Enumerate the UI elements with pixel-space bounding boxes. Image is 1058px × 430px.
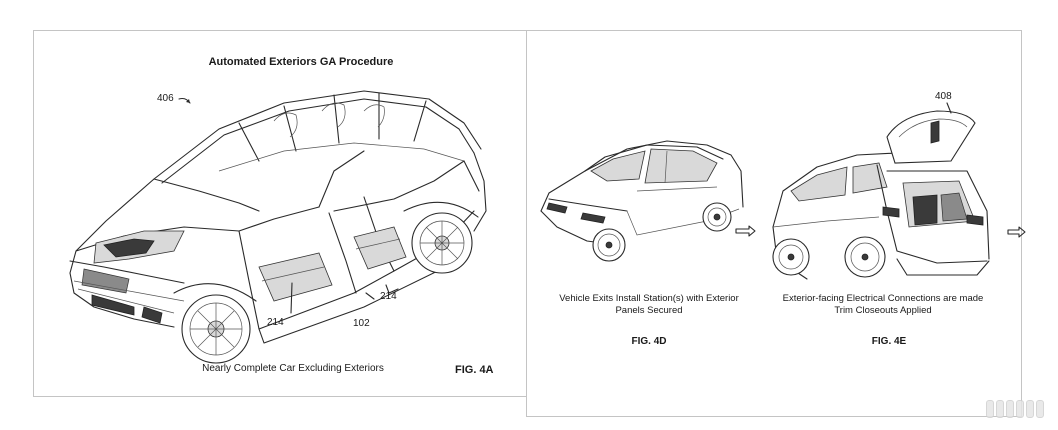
figure-4a-caption: Nearly Complete Car Excluding Exteriors xyxy=(202,363,384,374)
watermark-bar xyxy=(1036,400,1044,418)
figure-title: Automated Exteriors GA Procedure xyxy=(208,56,394,68)
reference-numeral-214-left: 214 xyxy=(267,317,284,328)
figure-4d-caption-line2: Panels Secured xyxy=(615,305,683,316)
figure-4d-caption: Vehicle Exits Install Station(s) with Ex… xyxy=(559,293,739,317)
figure-4a-panel: Automated Exteriors GA Procedure 406 xyxy=(33,30,527,397)
reference-arrow-406 xyxy=(178,97,191,104)
figure-4a-label: FIG. 4A xyxy=(455,364,494,376)
figure-4e-caption-line1: Exterior-facing Electrical Connections a… xyxy=(782,293,984,304)
reference-numeral-406: 406 xyxy=(157,93,174,104)
figure-4e-caption: Exterior-facing Electrical Connections a… xyxy=(783,293,984,317)
car-open-trunk-drawing xyxy=(772,102,1026,280)
leader-line-214-left xyxy=(290,282,293,314)
figure-4d-caption-line1: Vehicle Exits Install Station(s) with Ex… xyxy=(559,293,739,304)
figure-4e-caption-line2: Trim Closeouts Applied xyxy=(834,305,932,316)
reference-numeral-214-right: 214 xyxy=(380,291,397,302)
watermark-bar xyxy=(1016,400,1024,418)
watermark-bar xyxy=(996,400,1004,418)
reference-numeral-408: 408 xyxy=(935,91,952,102)
reference-numeral-102: 102 xyxy=(353,318,370,329)
watermark-logo xyxy=(986,400,1044,418)
watermark-bar xyxy=(1026,400,1034,418)
watermark-bar xyxy=(1006,400,1014,418)
watermark-bar xyxy=(986,400,994,418)
body-in-white-car-drawing xyxy=(69,90,487,364)
finished-car-drawing xyxy=(540,140,756,262)
figure-4e-label: FIG. 4E xyxy=(871,336,907,347)
figure-4d-label: FIG. 4D xyxy=(631,336,667,347)
figure-4d-4e-panel: Vehicle Exits Install Station(s) with Ex… xyxy=(526,30,1026,417)
